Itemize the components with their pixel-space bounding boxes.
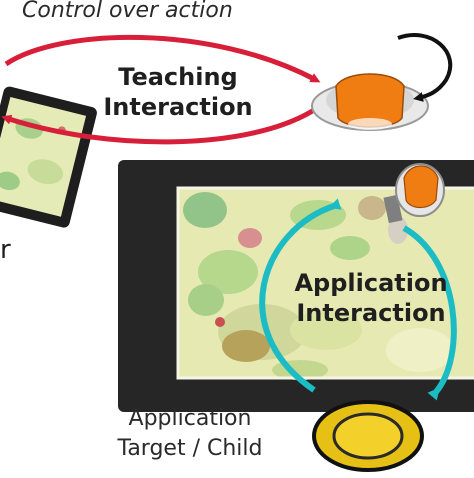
control-over-action-caption: Control over action: [22, 0, 233, 23]
application-arrow-right: [402, 225, 457, 401]
teaching-arrow-bottom: [1, 107, 316, 145]
application-target-label: Application Target / Child: [90, 404, 290, 464]
application-screen: [118, 160, 474, 412]
rotation-arrow: [397, 33, 453, 102]
teaching-label-line2: Interaction: [103, 93, 253, 121]
teaching-label-line1: Teaching: [118, 63, 238, 91]
teaching-interaction-label: Teaching Interaction: [78, 62, 278, 122]
application-target-line1: Application: [128, 406, 252, 431]
target-child-token: [312, 400, 424, 472]
teaching-arrow-top: [4, 34, 321, 83]
application-target-line2: Target / Child: [117, 436, 263, 461]
application-arrow-left: [259, 198, 342, 393]
robot-on-screen: [383, 163, 445, 224]
application-interaction-line1: Application: [294, 269, 448, 297]
application-interaction-label: Application Interaction: [268, 268, 474, 328]
partial-left-label: r: [0, 235, 11, 265]
application-interaction-line2: Interaction: [296, 299, 446, 327]
robot: [311, 73, 429, 131]
